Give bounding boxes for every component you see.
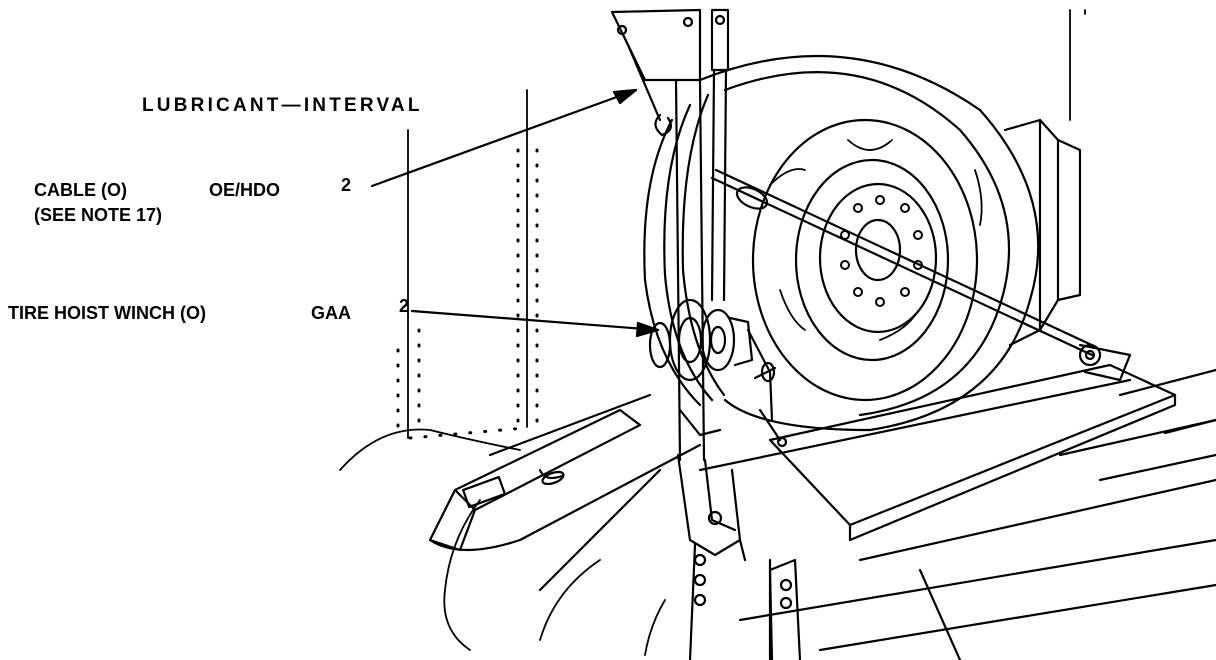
winch-item-label: TIRE HOIST WINCH (O)	[8, 303, 206, 323]
cable-note-reference: (SEE NOTE 17)	[34, 205, 163, 225]
spare-tire	[644, 56, 1038, 430]
rivet-rows	[398, 150, 537, 440]
fender-outline	[340, 430, 665, 656]
cable-interval-value: 2	[341, 175, 352, 195]
lug-nuts	[841, 196, 922, 306]
hoist-winch	[650, 300, 786, 446]
tie-down-rod	[712, 170, 1130, 380]
carrier-post	[1005, 120, 1080, 345]
body-panel-lines	[408, 10, 1085, 438]
mounting-plate	[770, 365, 1175, 540]
column-header-lubricant-interval: LUBRICANT—INTERVAL	[142, 95, 423, 116]
winch-lubricant-code: GAA	[311, 303, 351, 323]
channel-bracket	[430, 410, 700, 550]
hoist-arm	[612, 10, 745, 660]
winch-interval-value: 2	[399, 296, 410, 316]
cable-lubricant-code: OE/HDO	[209, 180, 281, 200]
callout-leaders	[372, 90, 658, 336]
frame-rails	[490, 370, 1216, 660]
cable-item-label: CABLE (O)	[34, 180, 127, 200]
support-bracket	[770, 560, 800, 660]
